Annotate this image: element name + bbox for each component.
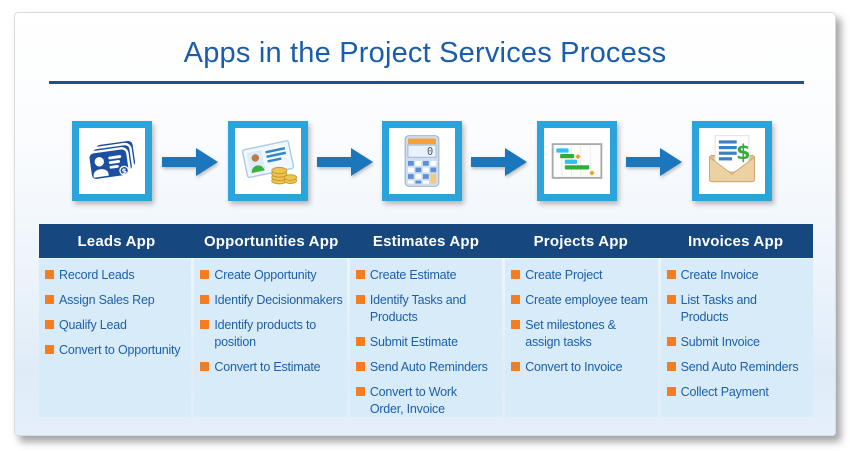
apps-table-header: Leads App Opportunities App Estimates Ap…: [39, 224, 813, 258]
bullet-square-icon: [200, 320, 210, 329]
task-item: Convert to Invoice: [511, 359, 654, 376]
apps-table: Leads App Opportunities App Estimates Ap…: [39, 224, 814, 418]
task-item: Identify Tasks and Products: [355, 292, 499, 326]
task-item: Collect Payment: [666, 384, 810, 401]
task-label: Record Leads: [59, 268, 135, 282]
bullet-square-icon: [666, 270, 676, 279]
header-invoices-app: Invoices App: [687, 232, 784, 250]
task-label: Submit Invoice: [680, 335, 760, 349]
invoices-app-icon-box: $: [692, 121, 772, 201]
bullet-square-icon: [666, 337, 676, 346]
opportunities-app-icon-box: [228, 121, 308, 201]
task-label: Create Invoice: [680, 268, 759, 282]
task-label: Identify Tasks and Products: [369, 293, 467, 324]
task-item: Qualify Lead: [45, 317, 188, 334]
task-label: Convert to Work Order, Invoice: [369, 385, 457, 416]
bullet-square-icon: [355, 387, 365, 396]
bullet-square-icon: [355, 270, 365, 279]
flow-arrow-icon: [162, 147, 218, 177]
title-underline: [49, 81, 804, 84]
task-item: Send Auto Reminders: [355, 359, 499, 376]
flow-arrow-icon: [626, 147, 682, 177]
bullet-square-icon: [511, 362, 521, 371]
contact-cards-icon: $: [87, 138, 138, 182]
task-item: Convert to Opportunity: [45, 342, 188, 359]
task-item: Create Opportunity: [200, 267, 343, 284]
calculator-icon: 0: [404, 135, 440, 187]
bullet-square-icon: [45, 320, 54, 329]
bullet-square-icon: [666, 387, 676, 396]
task-item: Create Estimate: [355, 267, 499, 284]
bullet-square-icon: [511, 320, 521, 329]
header-leads-app: Leads App: [77, 232, 156, 250]
task-item: Create employee team: [511, 292, 654, 309]
bullet-square-icon: [200, 295, 210, 304]
task-label: Send Auto Reminders: [680, 360, 799, 374]
task-item: Assign Sales Rep: [45, 292, 188, 309]
task-item: Identify Decisionmakers: [200, 292, 343, 309]
bullet-square-icon: [511, 270, 521, 279]
task-item: Submit Invoice: [666, 334, 810, 351]
flow-arrow-icon: [317, 147, 373, 177]
task-label: Identify Decisionmakers: [214, 293, 343, 307]
flow-arrow-icon: [471, 147, 527, 177]
leads-app-icon-box: $: [72, 121, 152, 201]
task-label: Submit Estimate: [369, 335, 458, 349]
task-label: Convert to Estimate: [214, 360, 321, 374]
projects-app-icon-box: [537, 121, 617, 201]
bullet-square-icon: [355, 362, 365, 371]
task-item: Convert to Estimate: [200, 359, 343, 376]
task-label: Identify products to position: [214, 318, 317, 349]
task-item: Record Leads: [45, 267, 188, 284]
task-label: Create Project: [525, 268, 603, 282]
bullet-square-icon: [355, 337, 365, 346]
bullet-square-icon: [45, 295, 54, 304]
task-item: Send Auto Reminders: [666, 359, 810, 376]
bullet-square-icon: [666, 295, 676, 304]
task-item: Create Invoice: [666, 267, 810, 284]
task-label: Create Opportunity: [214, 268, 317, 282]
task-item: Convert to Work Order, Invoice: [355, 384, 499, 418]
svg-text:0: 0: [427, 146, 433, 158]
task-item: Identify products to position: [200, 317, 343, 351]
estimates-app-icon-box: 0: [382, 121, 462, 201]
invoice-envelope-icon: $: [709, 135, 755, 183]
bullet-square-icon: [511, 295, 521, 304]
task-label: Convert to Opportunity: [59, 343, 181, 357]
task-item: Set milestones & assign tasks: [511, 317, 654, 351]
header-projects-app: Projects App: [533, 232, 628, 250]
task-label: Create Estimate: [369, 268, 457, 282]
process-diagram-panel: Apps in the Project Services Process $: [14, 12, 836, 436]
business-card-coins-icon: [241, 140, 298, 185]
task-label: Send Auto Reminders: [369, 360, 488, 374]
task-label: Create employee team: [525, 293, 648, 307]
header-opportunities-app: Opportunities App: [203, 232, 339, 250]
task-item: Submit Estimate: [355, 334, 499, 351]
page-title: Apps in the Project Services Process: [183, 37, 667, 69]
gantt-chart-icon: [551, 143, 603, 179]
task-label: Collect Payment: [680, 385, 769, 399]
header-estimates-app: Estimates App: [372, 232, 480, 250]
task-label: List Tasks and Products: [680, 293, 757, 324]
task-label: Set milestones & assign tasks: [525, 318, 616, 349]
task-label: Convert to Invoice: [525, 360, 623, 374]
task-item: List Tasks and Products: [666, 292, 810, 326]
bullet-square-icon: [200, 270, 210, 279]
svg-text:$: $: [121, 166, 127, 176]
task-label: Qualify Lead: [59, 318, 127, 332]
bullet-square-icon: [666, 362, 676, 371]
bullet-square-icon: [355, 295, 365, 304]
svg-text:$: $: [736, 140, 750, 164]
task-item: Create Project: [511, 267, 654, 284]
bullet-square-icon: [45, 270, 54, 279]
bullet-square-icon: [45, 345, 54, 354]
bullet-square-icon: [200, 362, 210, 371]
task-label: Assign Sales Rep: [59, 293, 155, 307]
